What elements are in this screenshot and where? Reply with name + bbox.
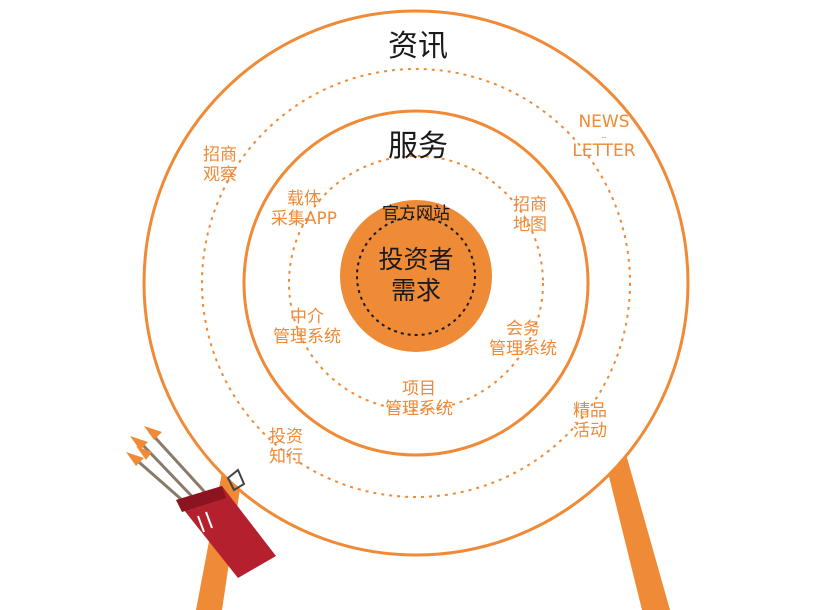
invest-knowledge-label: 投资 知行	[256, 427, 316, 467]
middle-ring-title: 服务	[388, 129, 448, 164]
investment-observe-line2: 观察	[203, 164, 237, 185]
investment-map-label: 招商 地图	[500, 195, 560, 235]
outer-dashed-ring	[201, 68, 631, 498]
featured-events-line1: 精品	[573, 401, 607, 421]
core-dashed-ring	[356, 216, 476, 336]
project-system-label: 项目 管理系统	[374, 379, 464, 419]
featured-events-line2: 活动	[573, 420, 607, 441]
official-website-label: 官方网站	[382, 204, 450, 224]
investment-observe-line1: 招商	[203, 145, 237, 165]
project-system-line2: 管理系统	[385, 398, 453, 419]
project-system-line1: 项目	[402, 379, 436, 399]
agency-system-line1: 中介	[290, 307, 324, 327]
meeting-system-line2: 管理系统	[489, 338, 557, 359]
agency-system-line2: 管理系统	[273, 326, 341, 347]
newsletter-dash: –	[601, 131, 607, 143]
investment-map-line1: 招商	[513, 195, 547, 215]
invest-knowledge-line2: 知行	[269, 446, 303, 467]
middle-dashed-ring	[288, 155, 544, 411]
investment-observe-label: 招商 观察	[190, 145, 250, 185]
investor-needs-line2: 需求	[390, 276, 441, 306]
investor-needs-line1: 投资者	[378, 245, 454, 274]
carrier-app-line2: 采集APP	[270, 208, 338, 229]
meeting-system-line1: 会务	[506, 319, 540, 339]
core-circle	[340, 200, 492, 352]
investor-needs-label: 投资者 需求	[356, 244, 476, 307]
investment-map-line2: 地图	[513, 214, 547, 235]
outer-ring-title: 资讯	[388, 29, 448, 64]
meeting-system-label: 会务 管理系统	[478, 319, 568, 359]
invest-knowledge-line1: 投资	[269, 427, 303, 447]
featured-events-label: 精品 活动	[560, 401, 620, 441]
agency-system-label: 中介 管理系统	[262, 307, 352, 347]
newsletter-label: NEWS – LETTER	[556, 112, 652, 161]
carrier-app-label: 载体 采集APP	[256, 189, 352, 229]
newsletter-line2: LETTER	[572, 140, 636, 161]
arrow-quiver-icon	[126, 426, 276, 578]
carrier-app-line1: 载体	[287, 189, 321, 209]
newsletter-line1: NEWS	[578, 112, 630, 132]
